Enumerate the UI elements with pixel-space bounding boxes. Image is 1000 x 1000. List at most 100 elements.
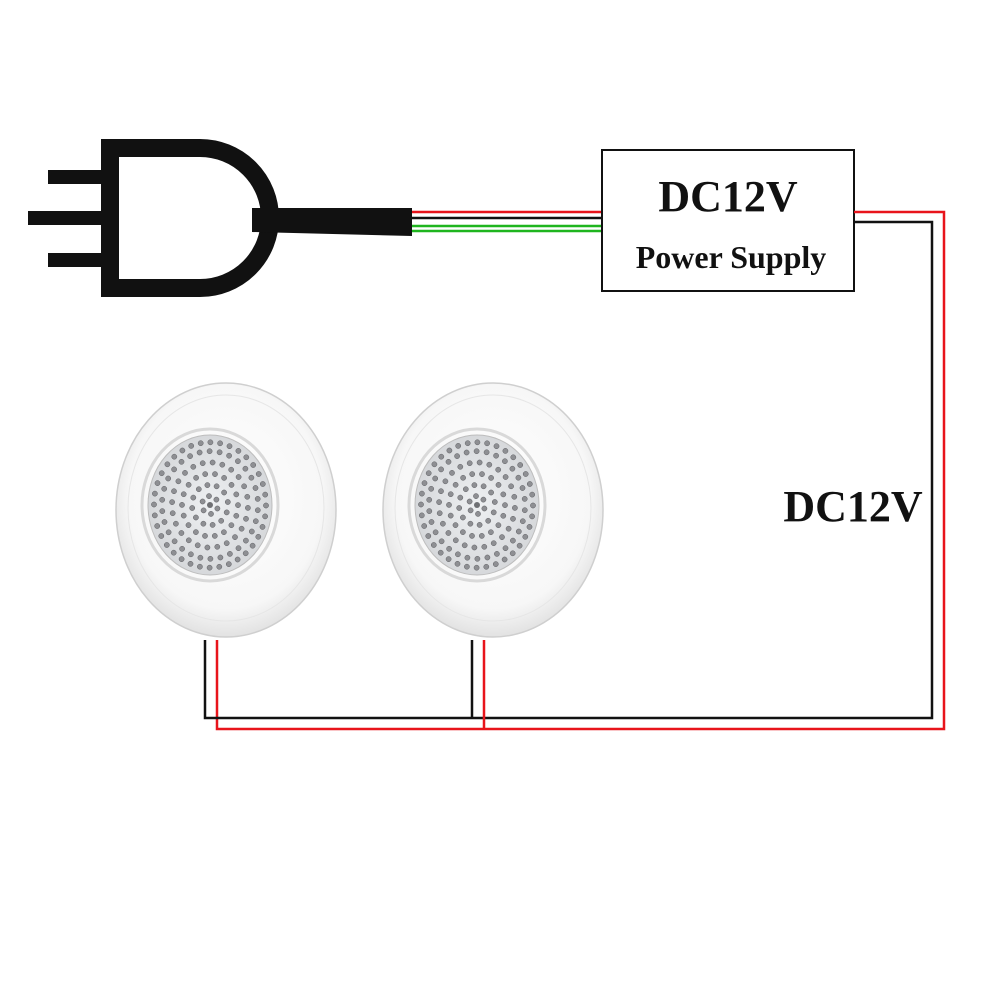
led-dot	[182, 470, 188, 476]
led-dot	[159, 496, 166, 503]
led-dot	[426, 496, 433, 503]
led-dot	[481, 505, 488, 512]
led-dot	[488, 529, 494, 536]
led-dot	[509, 465, 516, 472]
led-dot	[158, 533, 165, 539]
led-dot	[170, 549, 177, 556]
led-dot	[216, 563, 223, 570]
led-dot	[501, 556, 508, 563]
led-dot	[169, 510, 176, 517]
led-dot	[151, 501, 157, 508]
led-dot	[445, 530, 452, 536]
led-dot	[480, 483, 487, 490]
led-dot	[473, 564, 480, 571]
led-dot	[471, 482, 478, 488]
led-dot	[446, 447, 453, 454]
led-dot	[505, 525, 512, 532]
led-dot	[207, 555, 214, 562]
led-dot	[452, 537, 459, 544]
led-dot	[447, 491, 454, 498]
led-dot	[165, 475, 172, 482]
led-dot	[243, 537, 249, 544]
led-dot	[197, 554, 204, 561]
led-dot	[221, 529, 227, 536]
led-dot	[511, 493, 518, 500]
led-dot	[241, 483, 247, 490]
led-dot	[462, 486, 469, 493]
led-dot	[180, 491, 187, 498]
led-dot	[469, 533, 475, 539]
led-dot	[493, 452, 499, 459]
led-dot	[430, 542, 437, 548]
led-dot	[438, 453, 445, 460]
led-dot	[202, 471, 209, 477]
led-dot	[473, 493, 479, 499]
led-dot	[495, 522, 502, 529]
led-pool-light-icon	[382, 382, 604, 638]
led-dot	[495, 466, 502, 473]
led-dot	[216, 449, 223, 456]
led-dot	[437, 549, 444, 556]
led-dot	[206, 493, 212, 499]
led-dot	[161, 519, 168, 525]
led-dot	[486, 461, 493, 468]
led-dot	[483, 449, 490, 456]
led-dot	[529, 491, 536, 498]
led-dot	[442, 478, 449, 485]
led-dot	[185, 522, 192, 528]
led-dot	[425, 533, 432, 539]
led-dot	[226, 452, 232, 459]
led-dot	[213, 496, 220, 503]
led-dot	[491, 499, 498, 505]
led-dot	[526, 524, 533, 530]
led-dot	[455, 551, 461, 558]
power-supply-box: DC12V Power Supply	[601, 149, 855, 292]
led-dot	[254, 507, 261, 514]
led-dot	[204, 482, 211, 488]
led-dot	[438, 488, 444, 495]
led-dot	[233, 491, 240, 498]
led-dot	[219, 461, 226, 468]
led-dot	[484, 440, 490, 447]
led-dot	[521, 496, 528, 502]
led-dot	[452, 481, 459, 488]
led-pool-light-icon	[115, 382, 337, 638]
led-dot	[457, 494, 464, 501]
led-dot	[161, 485, 168, 492]
led-dot	[180, 512, 187, 519]
led-dot	[454, 453, 460, 459]
led-dot	[195, 486, 202, 493]
led-dot	[189, 505, 196, 511]
led-dot	[234, 556, 241, 563]
led-dot	[228, 522, 235, 529]
led-dot	[151, 512, 158, 519]
led-dot	[436, 499, 442, 505]
led-dot	[255, 471, 262, 477]
led-dot	[460, 529, 466, 535]
led-dot	[227, 551, 233, 557]
led-dot	[262, 513, 268, 520]
led-dot	[428, 485, 435, 492]
led-dot	[188, 443, 195, 449]
led-dot	[469, 471, 476, 477]
led-dot	[211, 533, 218, 539]
led-dot	[190, 463, 197, 470]
led-dot	[193, 529, 199, 535]
led-dot	[418, 512, 425, 519]
led-dot	[502, 545, 509, 552]
led-dot	[510, 454, 517, 461]
led-dot	[238, 525, 245, 532]
power-supply-subtitle: Power Supply	[636, 239, 827, 275]
led-dot	[242, 465, 249, 472]
led-dot	[199, 498, 206, 505]
led-dot	[479, 471, 485, 477]
led-dot	[187, 453, 193, 459]
led-dot	[485, 517, 492, 524]
led-dot	[263, 502, 269, 509]
led-dot	[530, 502, 536, 509]
led-dot	[421, 480, 428, 486]
led-dot	[199, 460, 206, 467]
led-dot	[526, 481, 533, 487]
led-dot	[461, 542, 468, 549]
